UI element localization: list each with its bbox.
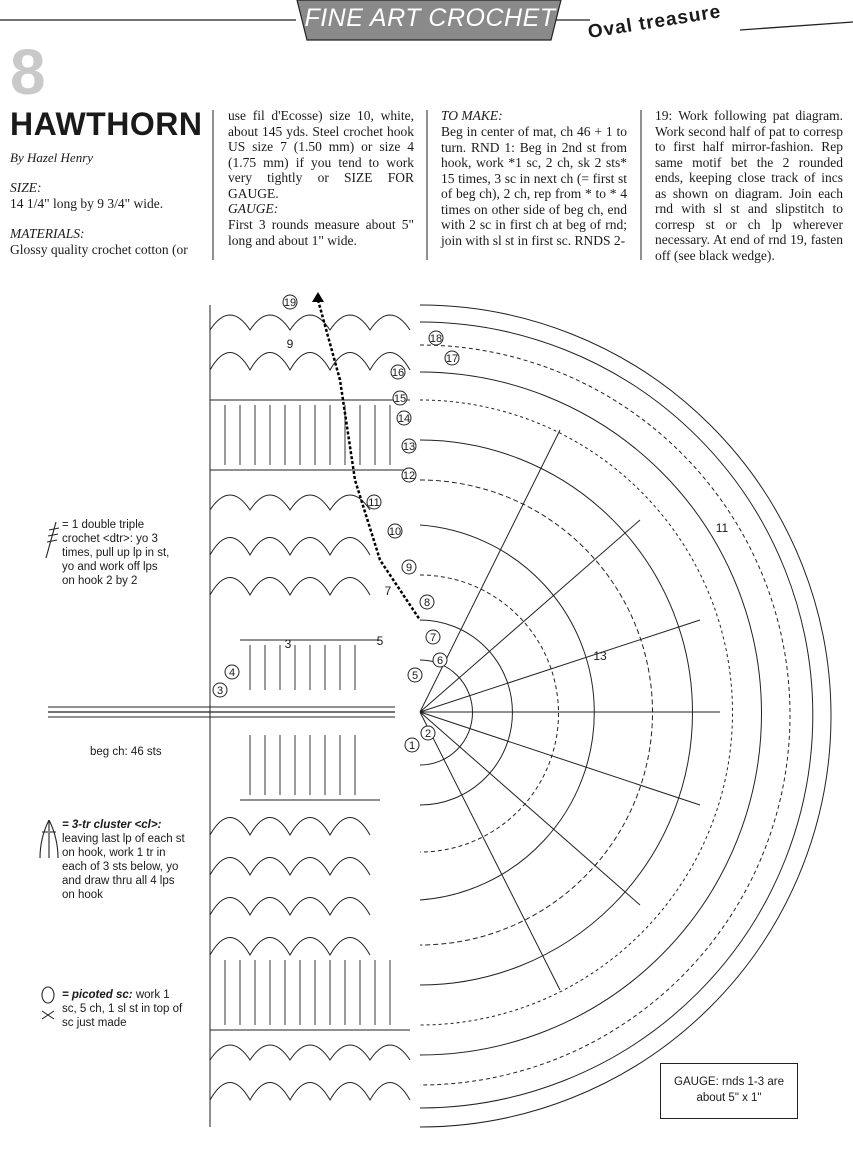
svg-text:19: 19 [284, 297, 296, 309]
size-text: 14 1/4" long by 9 3/4" wide. [10, 196, 164, 211]
legend-picoted-sc: = picoted sc: work 1 sc, 5 ch, 1 sl st i… [62, 988, 187, 1030]
round-label: 17 [444, 350, 460, 366]
round-label: 9 [401, 559, 417, 575]
picoted-sc-symbol-icon [41, 986, 55, 1020]
gauge-text: First 3 rounds measure about 5" long and… [228, 217, 414, 248]
to-make-heading: TO MAKE: [441, 108, 503, 123]
round-label: 16 [390, 364, 406, 380]
svg-text:10: 10 [389, 526, 401, 538]
legend-cluster-text: leaving last lp of each st on hook, work… [62, 833, 185, 901]
header-banner [296, 0, 562, 41]
legend-dtr: = 1 double triple crochet <dtr>: yo 3 ti… [62, 519, 170, 587]
svg-text:13: 13 [403, 441, 415, 453]
round-label: 6 [432, 652, 448, 668]
round-label: 4 [224, 664, 240, 680]
round-label: 5 [407, 667, 423, 683]
svg-text:2: 2 [425, 728, 431, 740]
svg-text:7: 7 [430, 632, 436, 644]
round-label: 14 [396, 410, 412, 426]
svg-text:9: 9 [406, 562, 412, 574]
to-make-text-b: 19: Work following pat diagram. Work sec… [655, 108, 843, 263]
svg-text:8: 8 [424, 597, 430, 609]
round-label: 1 [404, 737, 420, 753]
pattern-title: HAWTHORN [10, 106, 203, 142]
beg-ch-label: beg ch: 46 sts [90, 746, 162, 758]
round-label: 13 [401, 438, 417, 454]
materials-text-a: Glossy quality crochet cotton (or [10, 241, 188, 257]
svg-text:15: 15 [394, 393, 406, 405]
svg-text:5: 5 [412, 670, 418, 682]
materials-text-b: use fil d'Ecosse) size 10, white, about … [228, 108, 414, 201]
column-1: By Hazel Henry SIZE: 14 1/4" long by 9 3… [10, 150, 200, 257]
cluster-symbol-icon [39, 819, 59, 859]
svg-text:14: 14 [398, 413, 410, 425]
round-label: 8 [419, 594, 435, 610]
legend-picoted-sc-name: = picoted sc: [62, 989, 133, 1001]
banner-title: FINE ART CROCHET [304, 4, 556, 32]
dtr-symbol-icon [45, 521, 60, 559]
round-label: 2 [420, 725, 436, 741]
round-label: 7 [425, 629, 441, 645]
legend-picoted-sc-text: work 1 sc, 5 ch, 1 sl st in top of sc ju… [62, 989, 183, 1029]
svg-text:6: 6 [437, 655, 443, 667]
round-label: 18 [428, 330, 444, 346]
legend-cluster: = 3-tr cluster <cl>: leaving last lp of … [62, 818, 187, 902]
svg-text:1: 1 [409, 740, 415, 752]
svg-text:3: 3 [217, 685, 223, 697]
header-rules [0, 19, 853, 31]
count-label: 3 [285, 637, 292, 651]
gauge-box: GAUGE: rnds 1-3 are about 5" x 1" [660, 1063, 798, 1119]
pattern-number: 8 [10, 36, 46, 108]
column-3: TO MAKE: Beg in center of mat, ch 46 + 1… [441, 108, 627, 248]
svg-text:17: 17 [446, 353, 458, 365]
column-4: 19: Work following pat diagram. Work sec… [655, 108, 843, 263]
count-label: 9 [287, 337, 294, 351]
gauge-heading: GAUGE: [228, 201, 279, 216]
column-dividers [212, 110, 642, 260]
materials-heading: MATERIALS: [10, 225, 85, 241]
svg-text:18: 18 [430, 333, 442, 345]
count-label: 7 [385, 584, 392, 598]
svg-text:16: 16 [392, 367, 404, 379]
svg-text:4: 4 [229, 667, 235, 679]
round-label: 19 [282, 294, 298, 310]
round-label: 3 [212, 682, 228, 698]
size-heading: SIZE: [10, 180, 42, 195]
to-make-text-a: Beg in center of mat, ch 46 + 1 to turn.… [441, 124, 627, 248]
count-label: 11 [716, 521, 729, 535]
legend-cluster-name: = 3-tr cluster <cl>: [62, 819, 162, 831]
round-label: 15 [392, 390, 408, 406]
round-label: 12 [401, 467, 417, 483]
round-label: 10 [387, 523, 403, 539]
count-label: 13 [593, 649, 607, 663]
round-label: 11 [366, 494, 382, 510]
column-2: use fil d'Ecosse) size 10, white, about … [228, 108, 414, 248]
svg-text:11: 11 [368, 497, 379, 509]
crochet-diagram: 1 2 3 4 5 6 7 8 9 10 11 12 13 14 15 16 1… [48, 292, 832, 1128]
svg-text:12: 12 [403, 470, 415, 482]
count-label: 5 [377, 634, 384, 648]
author: By Hazel Henry [10, 150, 94, 165]
